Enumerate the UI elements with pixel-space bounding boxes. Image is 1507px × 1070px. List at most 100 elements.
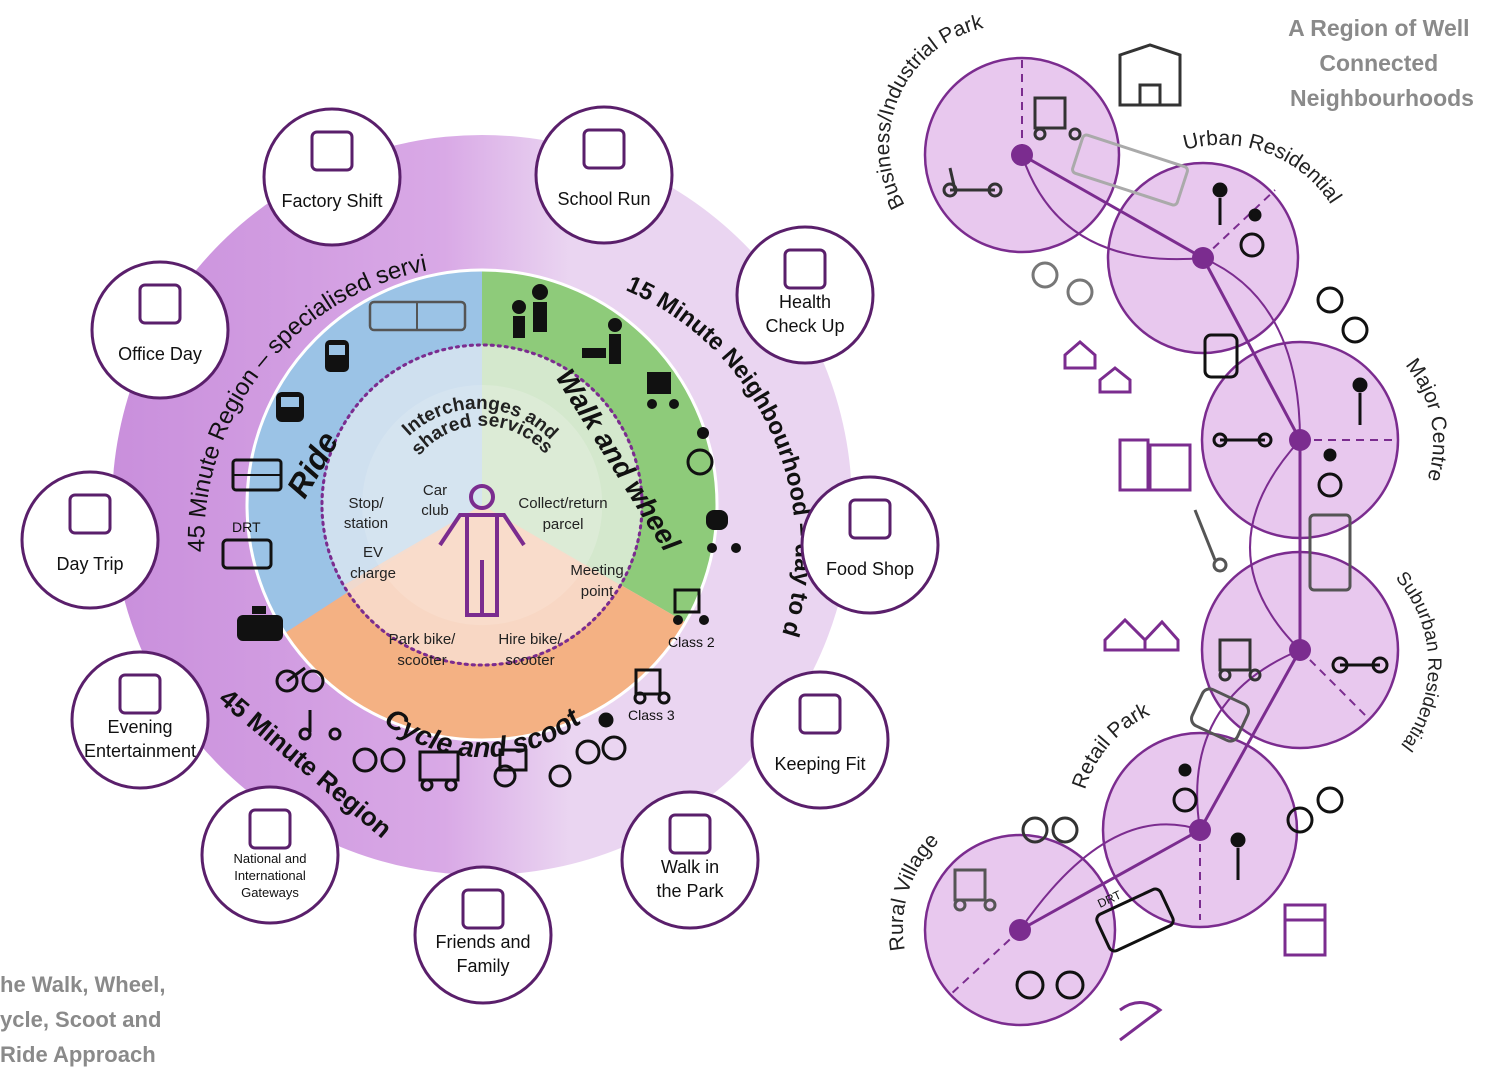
escooter-icon <box>942 167 1003 198</box>
train-icon <box>276 392 304 422</box>
bus-icon <box>1071 133 1189 207</box>
museum-icon <box>68 493 112 535</box>
wheelchair-icon <box>1239 208 1265 258</box>
double-decker-icon <box>231 458 283 492</box>
gears-icon <box>310 130 354 172</box>
class3-scooter-icon <box>633 668 671 705</box>
destination-food: Food Shop <box>800 475 940 615</box>
drt-van-icon <box>221 538 273 570</box>
destination-circle <box>262 107 402 247</box>
destination-circle <box>200 785 340 925</box>
destination-label-line: School Run <box>557 189 650 209</box>
destination-circle <box>735 225 875 365</box>
sector-border <box>245 268 719 742</box>
destination-circle <box>800 475 940 615</box>
nodes <box>1009 144 1311 941</box>
destination-fit: Keeping Fit <box>750 670 890 810</box>
cargo-bike-icon <box>493 748 572 788</box>
dashed-partitions <box>949 60 1395 996</box>
destination-label-line: Friends and <box>435 932 530 952</box>
walk-icons <box>512 284 741 625</box>
hub-stop-station: Stop/station <box>344 495 388 532</box>
escooter-icon <box>298 710 342 741</box>
drt-van-icon <box>1095 887 1175 953</box>
school-icon <box>582 128 626 170</box>
destination-office: Office Day <box>90 260 230 400</box>
destination-circle <box>620 790 760 930</box>
destination-circle <box>750 670 890 810</box>
stethoscope-icon <box>783 248 827 290</box>
destination-circle <box>70 650 210 790</box>
hub-ride-fill <box>322 345 482 585</box>
tram-icon <box>1190 687 1250 743</box>
wheelchair-icon <box>1172 763 1198 813</box>
basket-icon <box>848 498 892 540</box>
destination-label: Walk in the Park <box>656 857 724 901</box>
wheelchair-icon <box>1317 448 1343 498</box>
destination-label-line: Keeping Fit <box>774 754 865 774</box>
connections <box>1019 153 1302 932</box>
taxi-icon <box>237 606 283 641</box>
destination-label-line: Gateways <box>241 885 299 900</box>
hire-scooter-icon <box>1193 509 1228 573</box>
hub-walk-fill <box>482 345 642 585</box>
destination-label-line: the Park <box>656 881 724 901</box>
class2-scooter-icon <box>673 588 709 625</box>
escooter-icon <box>1212 432 1273 448</box>
briefcase-icon <box>138 283 182 325</box>
destination-label-line: Check Up <box>765 316 844 336</box>
hub-park-bike: Park bike/scooter <box>389 631 457 669</box>
destination-park: Walk in the Park <box>620 790 760 930</box>
destination-label: Day Trip <box>56 554 123 574</box>
destination-label-line: Office Day <box>118 344 202 364</box>
destination-label-line: Family <box>457 956 510 976</box>
houses-icon <box>1063 340 1132 394</box>
mobility-scooter-icon <box>1218 638 1262 682</box>
destination-circle <box>534 105 674 245</box>
class2-label: Class 2 <box>668 634 715 650</box>
destination-circle <box>90 260 230 400</box>
destination-label-line: Food Shop <box>826 559 914 579</box>
dumbbell-icon <box>798 693 842 735</box>
ride-icons <box>221 300 467 641</box>
double-decker-icon <box>1308 513 1352 592</box>
drt-label: DRT <box>232 519 261 535</box>
destination-label-line: Evening <box>107 717 172 737</box>
tram-icon <box>1203 333 1239 379</box>
bicycle-icon <box>1316 286 1369 344</box>
destination-label: Office Day <box>118 344 202 364</box>
destination-label-line: Walk in <box>661 857 719 877</box>
pedestrian-icon <box>1230 832 1246 880</box>
ebike-icon <box>1031 261 1094 306</box>
destination-label-line: Day Trip <box>56 554 123 574</box>
ebike-icon <box>1015 970 1085 1000</box>
pedestrian-icon <box>1352 377 1368 425</box>
delivery-trike-icon <box>418 750 460 792</box>
cocktail-icon <box>118 673 162 715</box>
bus-icon <box>368 300 467 332</box>
bicycle-icon <box>1286 786 1344 834</box>
destination-label-line: Health <box>779 292 831 312</box>
office-buildings-icon <box>1118 438 1192 492</box>
warehouse-icon <box>1118 43 1182 107</box>
destination-label: School Run <box>557 189 650 209</box>
walking-family-icon <box>512 284 548 338</box>
left-title: he Walk, Wheel, ycle, Scoot and Ride App… <box>0 972 172 1067</box>
mobility-scooter-icon <box>1033 96 1082 141</box>
destination-daytrip: Day Trip <box>20 470 160 610</box>
park-icon <box>668 813 712 855</box>
cycle-icons <box>275 666 671 792</box>
class3-label: Class 3 <box>628 707 675 723</box>
suburban-houses-icon <box>1103 617 1180 652</box>
cyclist-icon <box>575 712 627 765</box>
